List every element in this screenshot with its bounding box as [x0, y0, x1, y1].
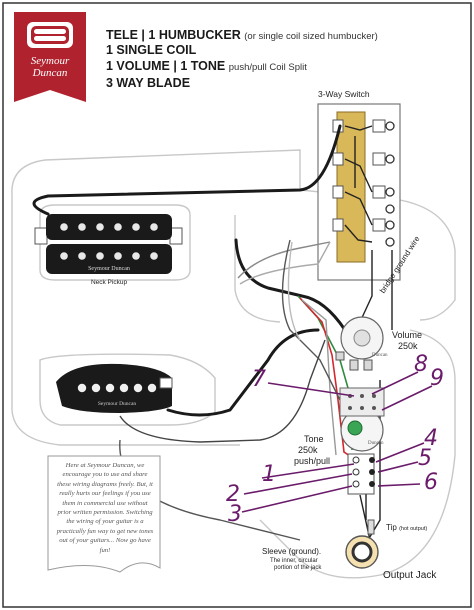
handwritten-number-8: 8 — [414, 352, 428, 377]
handwritten-number-3: 3 — [228, 502, 242, 527]
sleeve-note-1: The inner, circular — [270, 558, 318, 564]
single-coil-pickup: Seymour Duncan — [56, 363, 173, 413]
tone-pot: Duncan — [339, 387, 385, 495]
handwritten-number-6: 6 — [424, 470, 438, 495]
sleeve-label: Sleeve (ground). — [262, 547, 322, 556]
brand-logo: Seymour Duncan — [14, 12, 86, 102]
header-line-3-bold: 1 VOLUME | 1 TONE — [106, 59, 226, 73]
guitar-body-outline — [11, 149, 456, 579]
tip-text: Tip — [386, 523, 397, 532]
tip-label: Tip (hot output) — [386, 523, 427, 532]
header-line-3: 1 VOLUME | 1 TONE push/pull Coil Split — [106, 59, 307, 73]
volume-pot: Duncan — [335, 316, 388, 371]
handwritten-number-4: 4 — [424, 426, 438, 451]
volume-pot-brand: Duncan — [372, 353, 388, 358]
tone-label: Tone — [304, 434, 324, 444]
handwritten-number-9: 9 — [430, 366, 444, 391]
handwritten-number-5: 5 — [418, 446, 432, 471]
handwritten-number-2: 2 — [226, 482, 240, 507]
tone-value: 250k — [298, 445, 318, 455]
output-jack-label: Output Jack — [383, 570, 437, 581]
brand-name-line1: Seymour — [31, 55, 70, 67]
volume-value: 250k — [398, 341, 418, 351]
switch-label: 3-Way Switch — [318, 89, 370, 99]
note-box — [47, 455, 161, 573]
neck-pickup-label: Neck Pickup — [91, 279, 128, 286]
handwritten-number-7: 7 — [252, 367, 266, 392]
header-line-1: TELE | 1 HUMBUCKER (or single coil sized… — [106, 28, 378, 42]
tip-note: (hot output) — [399, 526, 428, 532]
three-way-switch — [317, 103, 401, 281]
humbucker-pickup: Seymour Duncan Neck Pickup — [34, 214, 183, 286]
output-jack — [345, 519, 379, 569]
brand-name-line2: Duncan — [32, 67, 68, 79]
annotation-lines — [241, 371, 433, 513]
header-line-1-small: (or single coil sized humbucker) — [244, 31, 378, 42]
tone-type: push/pull — [294, 456, 331, 466]
black-wires — [32, 124, 347, 417]
header-line-3-small: push/pull Coil Split — [228, 62, 307, 73]
header-line-2: 1 SINGLE COIL — [106, 43, 197, 57]
header-line-4: 3 WAY BLADE — [106, 76, 191, 90]
humbucker-brand: Seymour Duncan — [88, 266, 130, 272]
header-line-1-bold: TELE | 1 HUMBUCKER — [106, 28, 241, 42]
tone-pot-brand: Duncan — [368, 441, 384, 446]
usage-note: Here at Seymour Duncan, we encourage you… — [56, 462, 154, 554]
handwritten-number-1: 1 — [262, 462, 276, 487]
single-coil-brand: Seymour Duncan — [98, 401, 137, 407]
volume-label: Volume — [392, 330, 423, 340]
sleeve-note-2: portion of the jack — [274, 565, 322, 571]
